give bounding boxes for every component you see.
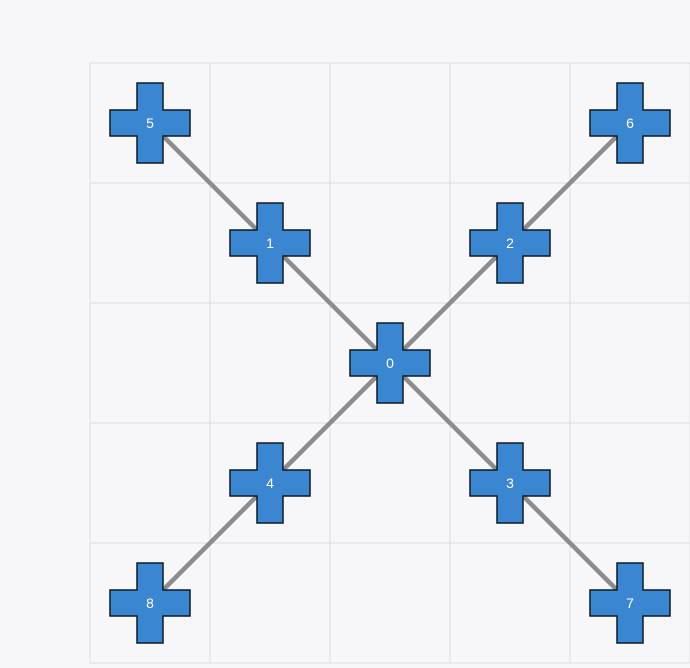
cross-node-shape xyxy=(589,82,671,164)
cross-node-shape xyxy=(469,442,551,524)
grid-cell xyxy=(209,542,331,664)
node-8[interactable]: 8 xyxy=(109,562,191,644)
edges xyxy=(147,120,633,606)
edge-0-3 xyxy=(387,360,513,486)
grid-cell xyxy=(329,422,451,544)
node-0[interactable]: 0 xyxy=(349,322,431,404)
grid-cell xyxy=(209,62,331,184)
edge-0-4 xyxy=(267,360,393,486)
node-label: 3 xyxy=(506,475,514,491)
node-3[interactable]: 3 xyxy=(469,442,551,524)
edge-6-2 xyxy=(507,120,633,246)
grid-cell xyxy=(449,302,571,424)
node-4[interactable]: 4 xyxy=(229,442,311,524)
cross-node-shape xyxy=(349,322,431,404)
grid-cell xyxy=(89,182,211,304)
node-label: 5 xyxy=(146,115,154,131)
grid-cell xyxy=(569,182,690,304)
cross-node-shape xyxy=(589,562,671,644)
grid-cell xyxy=(329,62,451,184)
node-2[interactable]: 2 xyxy=(469,202,551,284)
cross-node-shape xyxy=(109,82,191,164)
grid-cell xyxy=(209,302,331,424)
grid-cell xyxy=(449,542,571,664)
edge-3-7 xyxy=(507,480,633,606)
cross-node-shape xyxy=(229,202,311,284)
cross-node-shape xyxy=(109,562,191,644)
edge-4-8 xyxy=(147,480,273,606)
grid-cell xyxy=(89,302,211,424)
grid-cell xyxy=(89,422,211,544)
grid-cell xyxy=(449,62,571,184)
node-5[interactable]: 5 xyxy=(109,82,191,164)
node-label: 0 xyxy=(386,355,394,371)
grid-cell xyxy=(569,302,690,424)
node-label: 1 xyxy=(266,235,274,251)
node-6[interactable]: 6 xyxy=(589,82,671,164)
node-label: 6 xyxy=(626,115,634,131)
node-label: 7 xyxy=(626,595,634,611)
node-label: 2 xyxy=(506,235,514,251)
grid-cell xyxy=(329,182,451,304)
cross-node-shape xyxy=(229,442,311,524)
grid-cell xyxy=(329,542,451,664)
edge-1-0 xyxy=(267,240,393,366)
node-label: 8 xyxy=(146,595,154,611)
edge-2-0 xyxy=(387,240,513,366)
cross-node-shape xyxy=(469,202,551,284)
nodes: 0 1 2 3 4 5 6 7 8 xyxy=(109,82,671,644)
node-label: 4 xyxy=(266,475,274,491)
edge-5-1 xyxy=(147,120,273,246)
grid-cell xyxy=(569,422,690,544)
node-7[interactable]: 7 xyxy=(589,562,671,644)
node-1[interactable]: 1 xyxy=(229,202,311,284)
